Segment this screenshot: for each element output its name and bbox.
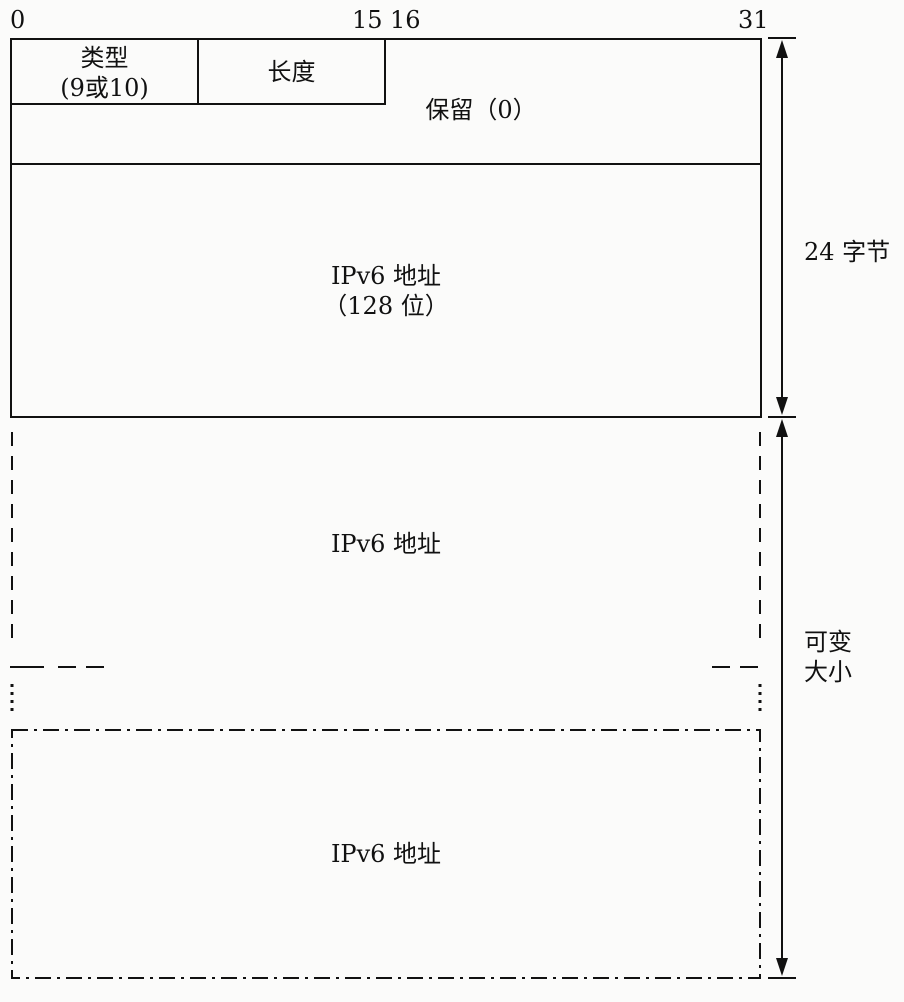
fixed-size-arrow-down bbox=[776, 397, 788, 415]
variable-size-label-line1: 可变 bbox=[804, 628, 852, 656]
ipv6-address-1-size: （128 位） bbox=[323, 292, 449, 320]
bit-label-0: 0 bbox=[10, 6, 26, 34]
ipv6-address-1-label: IPv6 地址 bbox=[330, 262, 442, 290]
reserved-label: 保留（0） bbox=[425, 96, 537, 124]
type-value: (9或10) bbox=[60, 74, 149, 102]
ipv6-address-3-label: IPv6 地址 bbox=[330, 840, 442, 868]
variable-size-label-line2: 大小 bbox=[804, 658, 852, 686]
variable-size-arrow-up bbox=[776, 419, 788, 437]
fixed-header-box bbox=[10, 38, 762, 418]
bit-label-15: 15 bbox=[352, 6, 383, 34]
address-3-box bbox=[11, 729, 761, 979]
length-field: 长度 bbox=[197, 38, 386, 105]
fixed-size-label: 24 字节 bbox=[804, 238, 891, 266]
bit-label-31: 31 bbox=[738, 6, 769, 34]
bit-label-16: 16 bbox=[390, 6, 421, 34]
variable-size-arrow-down bbox=[776, 958, 788, 976]
header-divider bbox=[10, 163, 762, 165]
type-label: 类型 bbox=[80, 44, 129, 72]
fixed-size-arrow-up bbox=[776, 40, 788, 58]
ipv6-address-2-label: IPv6 地址 bbox=[330, 530, 442, 558]
length-label: 长度 bbox=[267, 58, 316, 86]
